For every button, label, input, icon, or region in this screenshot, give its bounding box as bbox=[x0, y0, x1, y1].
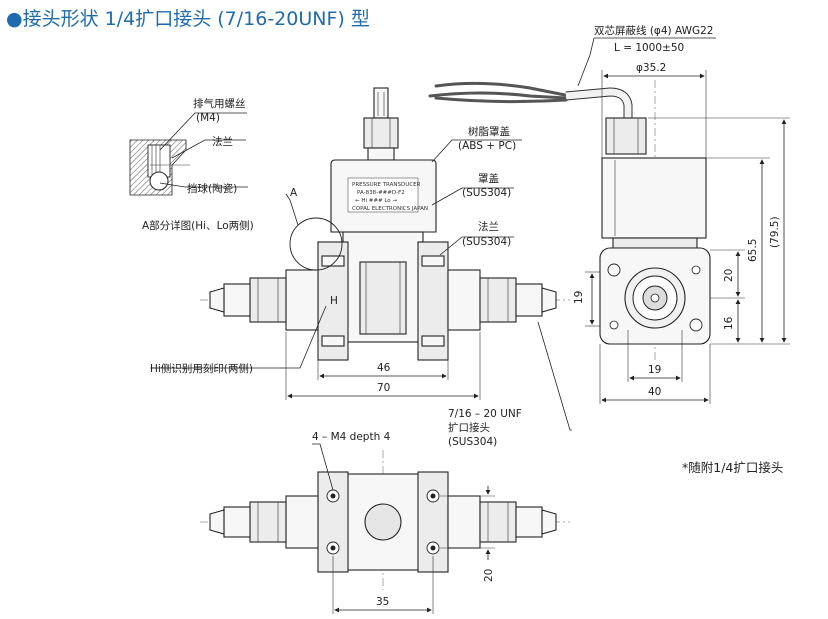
dim-side-19-vert: 19 bbox=[573, 291, 585, 304]
detail-a-caption: A部分详图(Hi、Lo两侧) bbox=[142, 219, 254, 232]
label-flange: 法兰 bbox=[478, 220, 499, 233]
label-flare-name: 扩口接头 bbox=[448, 421, 490, 434]
bottom-view: 4 – M4 depth 4 20 35 bbox=[200, 431, 570, 614]
accessory-note: *随附1/4扩口接头 bbox=[682, 460, 783, 475]
dim-front-70: 70 bbox=[377, 382, 390, 394]
page-title: ●接头形状 1/4扩口接头 (7/16-20UNF) 型 bbox=[6, 8, 370, 30]
label-vent-screw-size: (M4) bbox=[196, 112, 220, 124]
dim-front-46: 46 bbox=[377, 362, 391, 374]
side-view: 双芯屏蔽线 (φ4) AWG22 L = 1000±50 φ35.2 19 20… bbox=[565, 24, 790, 404]
hi-mark: H bbox=[330, 295, 338, 307]
dim-bottom-35: 35 bbox=[376, 596, 389, 608]
dim-side-20: 20 bbox=[723, 269, 735, 282]
nameplate-line1: PRESSURE TRANSDUCER bbox=[352, 182, 421, 188]
dim-side-65-5: 65.5 bbox=[747, 239, 759, 262]
label-flange-material: (SUS304) bbox=[462, 236, 511, 248]
label-ball: 挡球(陶瓷) bbox=[187, 182, 237, 195]
label-cover-material: (SUS304) bbox=[462, 187, 511, 199]
nameplate-line3: ← Hi ### Lo → bbox=[355, 198, 397, 204]
nameplate-line2: PA-838-###D-F2 bbox=[357, 190, 405, 196]
label-cable-length: L = 1000±50 bbox=[614, 42, 684, 54]
label-flare-spec: 7/16 – 20 UNF bbox=[448, 408, 522, 420]
nameplate-line4: COPAL ELECTRONICS JAPAN bbox=[352, 206, 428, 212]
cable-front bbox=[428, 81, 568, 104]
dim-side-phi35: φ35.2 bbox=[636, 62, 666, 74]
front-view: PRESSURE TRANSDUCER PA-838-###D-F2 ← Hi … bbox=[150, 87, 572, 448]
detail-a-view: 排气用螺丝 (M4) 法兰 挡球(陶瓷) A部分详图(Hi、Lo两侧) bbox=[129, 97, 254, 232]
label-resin-cover: 树脂罩盖 bbox=[468, 125, 510, 138]
label-resin-cover-material: (ABS + PC) bbox=[458, 140, 516, 152]
label-flange-detail: 法兰 bbox=[212, 135, 233, 148]
label-hi-mark-note: Hi侧识别用刻印(两侧) bbox=[150, 362, 253, 375]
dim-side-16: 16 bbox=[723, 316, 735, 330]
label-vent-screw: 排气用螺丝 bbox=[193, 97, 246, 110]
label-flare-material: (SUS304) bbox=[448, 436, 497, 448]
label-cover: 罩盖 bbox=[478, 172, 499, 185]
detail-a-mark: A bbox=[290, 187, 298, 199]
label-tap-holes: 4 – M4 depth 4 bbox=[312, 431, 391, 443]
dim-side-79-5: (79.5) bbox=[769, 216, 781, 248]
dim-side-19-horiz: 19 bbox=[648, 364, 661, 376]
label-cable-spec: 双芯屏蔽线 (φ4) AWG22 bbox=[594, 24, 713, 37]
dim-bottom-20: 20 bbox=[483, 569, 495, 582]
dim-side-40: 40 bbox=[648, 386, 661, 398]
